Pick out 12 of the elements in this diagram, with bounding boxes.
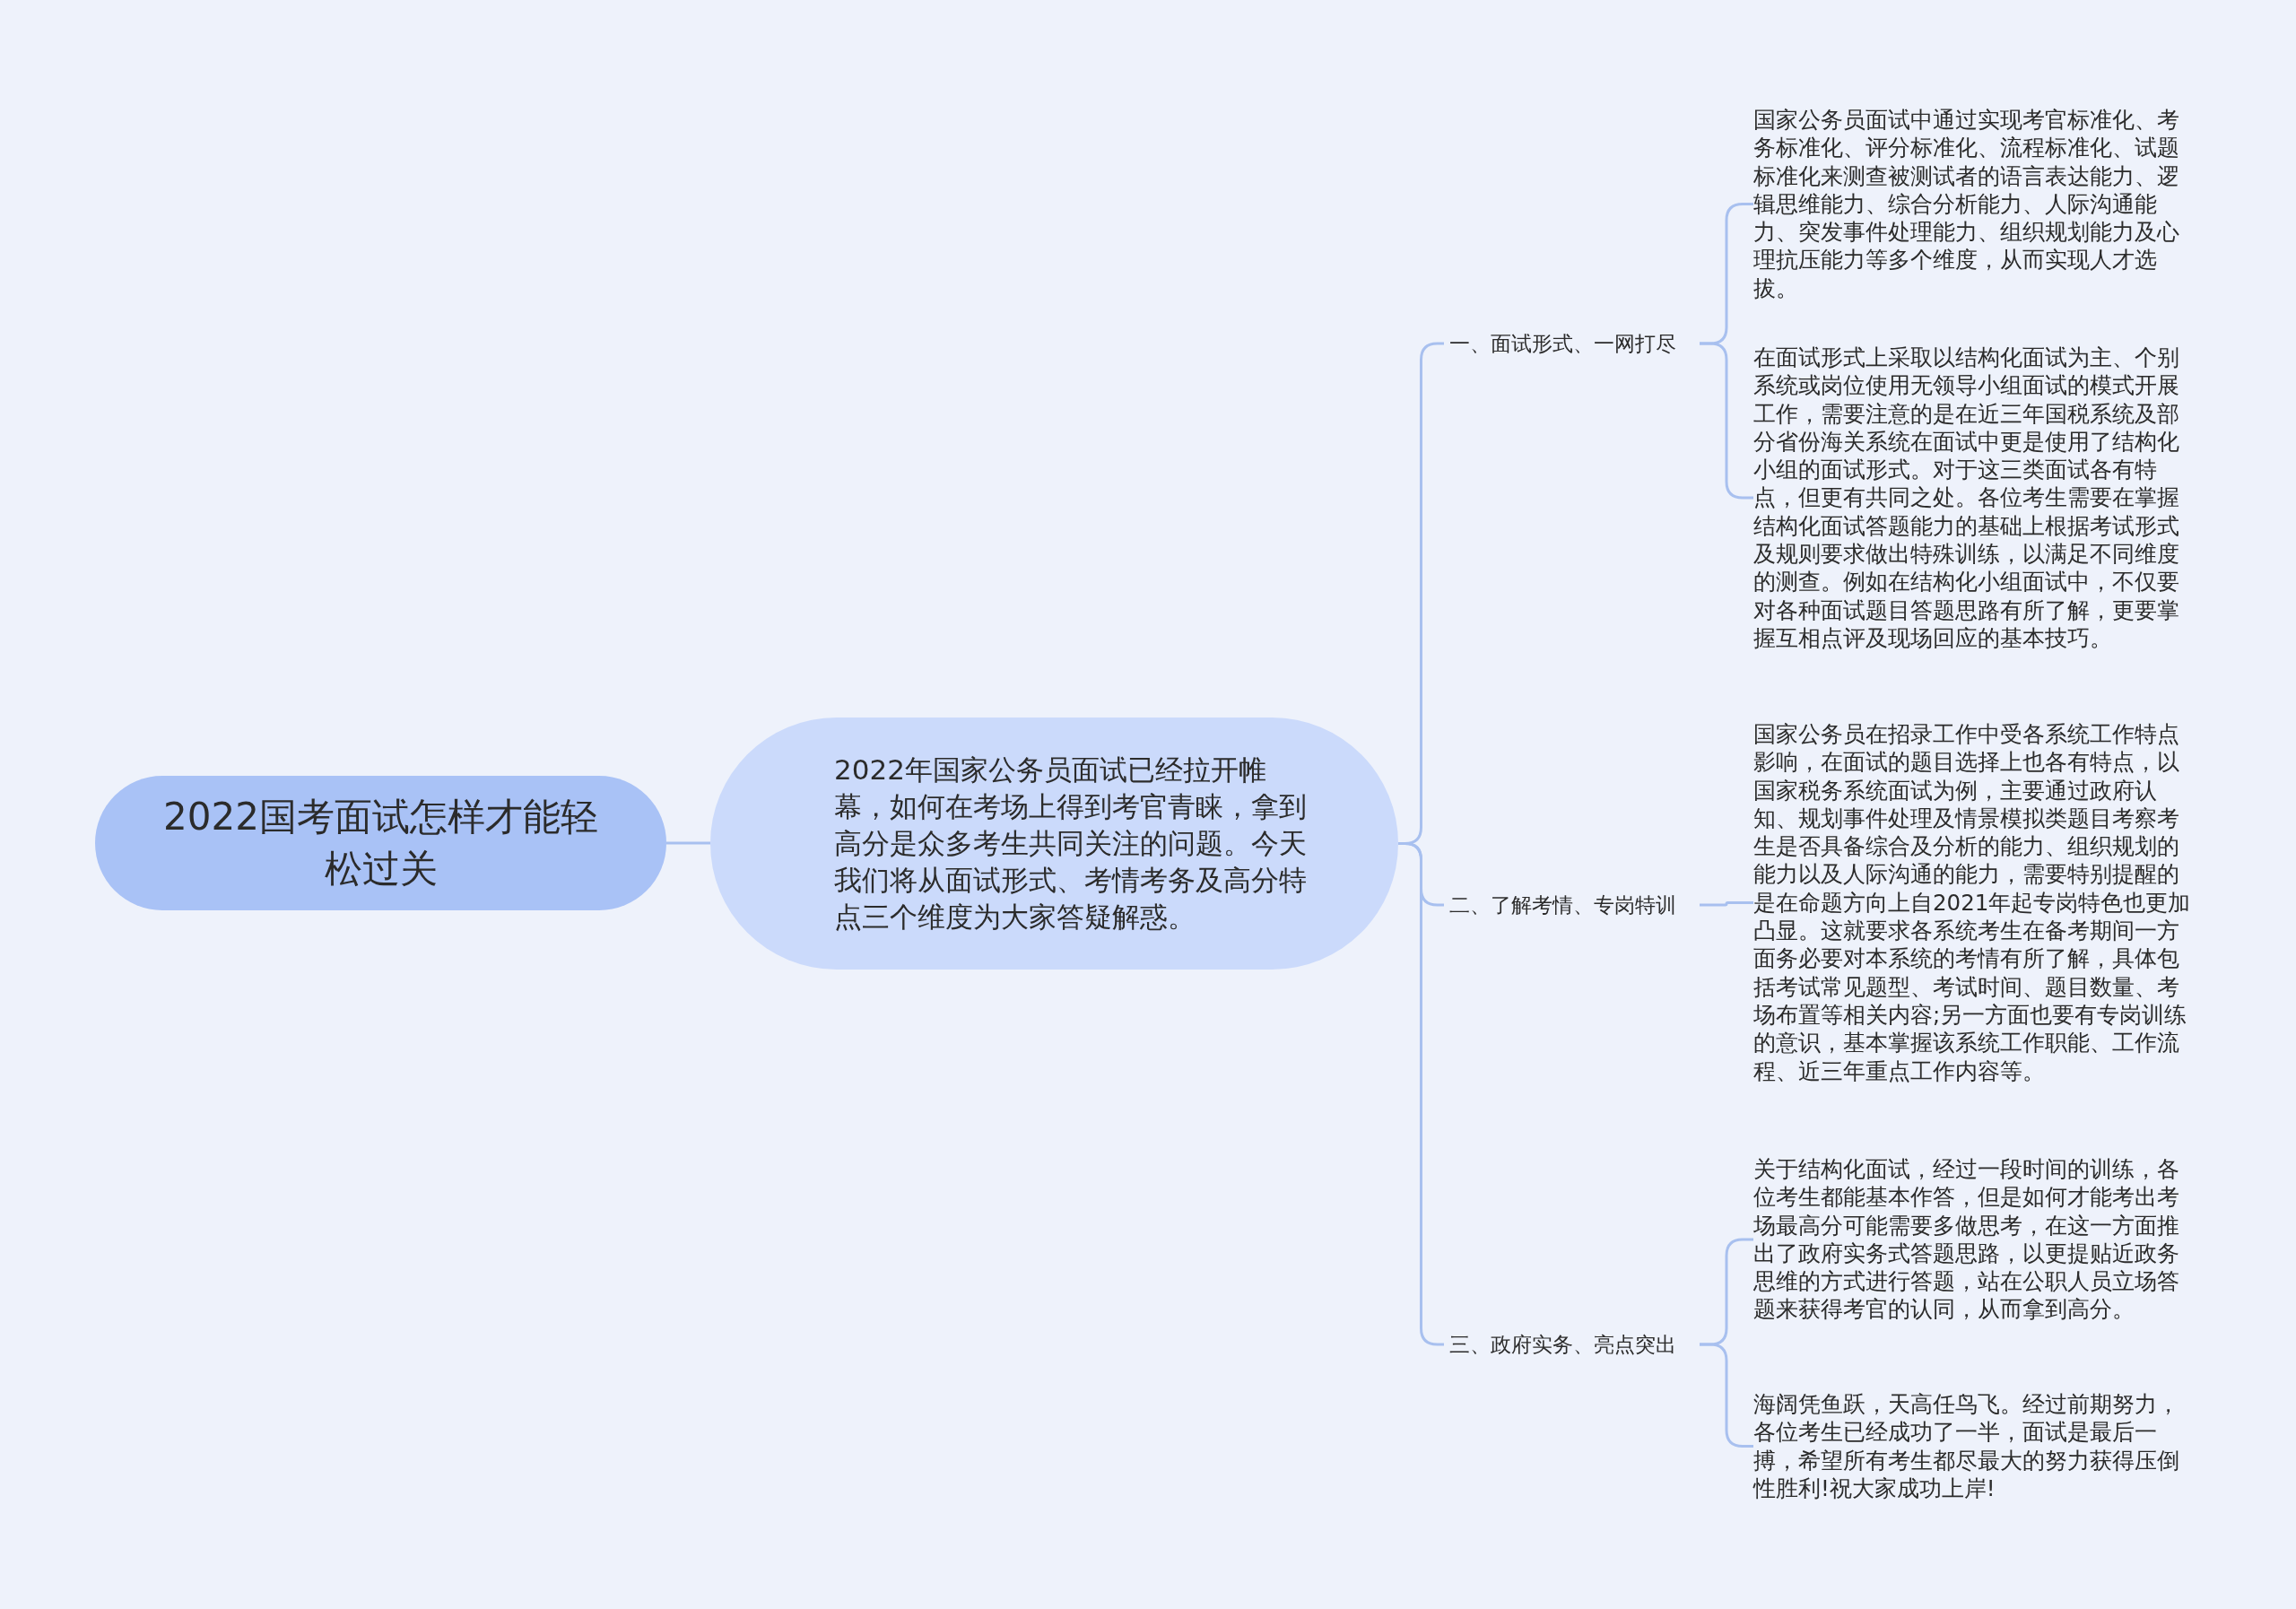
summary-bubble: 2022年国家公务员面试已经拉开帷幕，如何在考场上得到考官青睐，拿到高分是众多考生共同关注的问题。今天我们将从面试形式、考情考务及高分特点三个维度为大家答疑解惑。 (710, 718, 1398, 970)
note-text: 关于结构化面试，经过一段时间的训练，各位考生都能基本作答，但是如何才能考出考场最高分可能需要多做思考，在这一方面推出了政府实务式答题思路，以更提贴近政务思维的方式进行答题，站在公职人员立场答题来获得考官的认同，从而拿到高分。 (1753, 1155, 2197, 1324)
note-text: 国家公务员面试中通过实现考官标准化、考务标准化、评分标准化、流程标准化、试题标准化来测查被测试者的语言表达能力、逻辑思维能力、综合分析能力、人际沟通能力、突发事件处理能力、组织规划能力及心理抗压能力等多个维度，从而实现人才选拔。 (1753, 106, 2197, 303)
connector-line (666, 841, 710, 845)
note-text: 在面试形式上采取以结构化面试为主、个别系统或岗位使用无领导小组面试的模式开展工作，需要注意的是在近三年国税系统及部分省份海关系统在面试中更是使用了结构化小组的面试形式。对于这三类面试各有特点，但更有共同之处。各位考生需要在掌握结构化面试答题能力的基础上根据考试形式及规则要求做出特殊训练，以满足不同维度的测查。例如在结构化小组面试中，不仅要对各种面试题目答题思路有所了解，更要掌握互相点评及现场回应的基本技巧。 (1753, 344, 2197, 653)
branch-label: 一、面试形式、一网打尽 (1444, 328, 1700, 359)
branch-label: 三、政府实务、亮点突出 (1444, 1329, 1700, 1360)
branch-label: 二、了解考情、专岗特训 (1444, 890, 1700, 920)
note-text: 海阔凭鱼跃，天高任鸟飞。经过前期努力，各位考生已经成功了一半，面试是最后一搏，希望所有考生都尽最大的努力获得压倒性胜利!祝大家成功上岸! (1753, 1390, 2197, 1503)
root-topic: 2022国考面试怎样才能轻松过关 (95, 776, 666, 910)
note-text: 国家公务员在招录工作中受各系统工作特点影响，在面试的题目选择上也各有特点，以国家税务系统面试为例，主要通过政府认知、规划事件处理及情景模拟类题目考察考生是否具备综合及分析的能力、组织规划的能力以及人际沟通的能力，需要特别提醒的是在命题方向上自2021年起专岗特色也更加凸显。这就要求各系统考生在备考期间一方面务必要对本系统的考情有所了解，具体包括考试常见题型、考试时间、题目数量、考场布置等相关内容;另一方面也要有专岗训练的意识，基本掌握该系统工作职能、工作流程、近三年重点工作内容等。 (1753, 720, 2197, 1085)
connector-line (1700, 901, 1753, 907)
